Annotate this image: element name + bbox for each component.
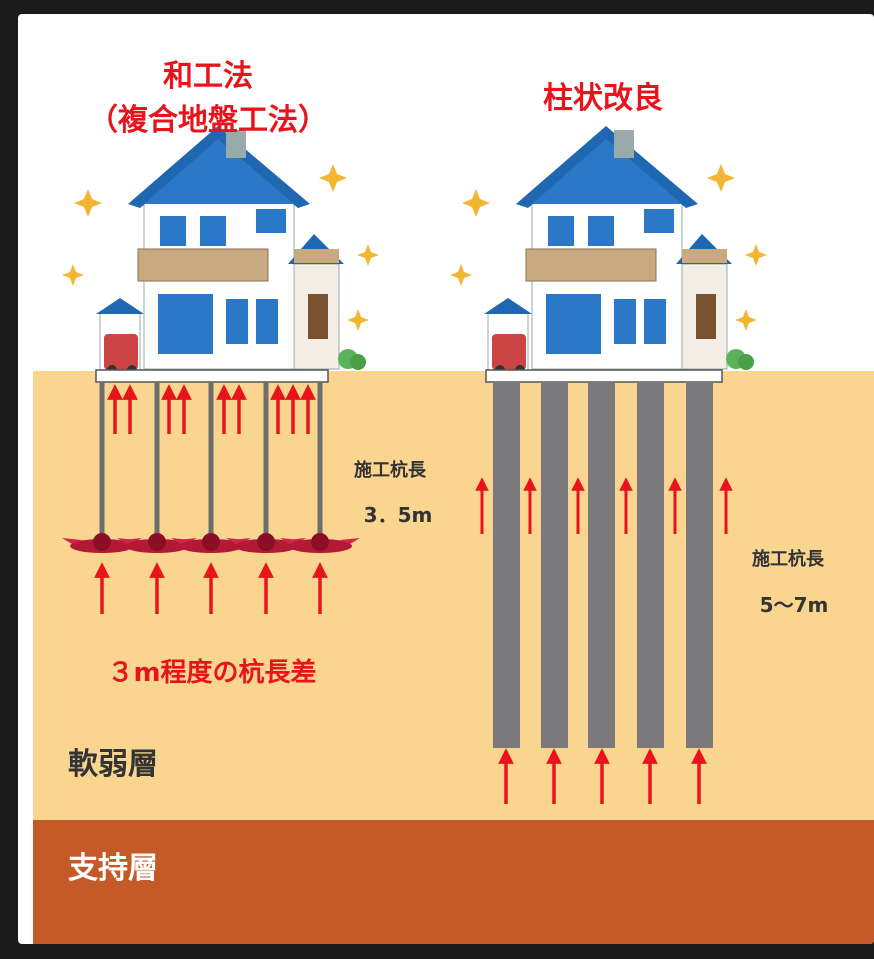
friction-arrow-group-right <box>475 477 733 534</box>
soft-layer-label: 軟弱層 <box>68 747 158 782</box>
bearing-arrow-group-right <box>498 748 707 804</box>
pile-length-difference-note: ３m程度の杭長差 <box>107 657 316 688</box>
friction-arrow-group-left <box>107 384 316 434</box>
bearing-arrow-group-left <box>94 562 328 614</box>
left-pile-length-label: 施工杭長 <box>354 459 427 481</box>
bearing-layer-area <box>33 820 874 944</box>
left-method-title: 和工法 <box>163 59 253 94</box>
right-pile-length-label: 施工杭長 <box>752 548 825 570</box>
pile-comparison-diagram: 和工法 （複合地盤工法） 柱状改良 施工杭長 3．5m 施工杭長 5～7m ３m… <box>33 59 874 944</box>
right-pile-length-value: 5～7m <box>760 593 829 617</box>
left-method-subtitle: （複合地盤工法） <box>88 103 328 138</box>
foundation-slab-right <box>485 369 723 383</box>
bearing-layer-label: 支持層 <box>68 851 158 886</box>
diagram-frame: 和工法 （複合地盤工法） 柱状改良 施工杭長 3．5m 施工杭長 5～7m ３m… <box>18 14 874 944</box>
house-illustration-right <box>449 125 768 376</box>
foundation-slab-left <box>95 369 329 383</box>
helix-plate-group <box>62 533 360 553</box>
soil-column-group <box>493 382 713 748</box>
right-method-title: 柱状改良 <box>543 81 663 116</box>
house-illustration-left <box>61 125 380 376</box>
left-pile-length-value: 3．5m <box>364 503 433 527</box>
soft-layer-area <box>33 371 874 821</box>
steel-pile-group <box>99 382 323 542</box>
